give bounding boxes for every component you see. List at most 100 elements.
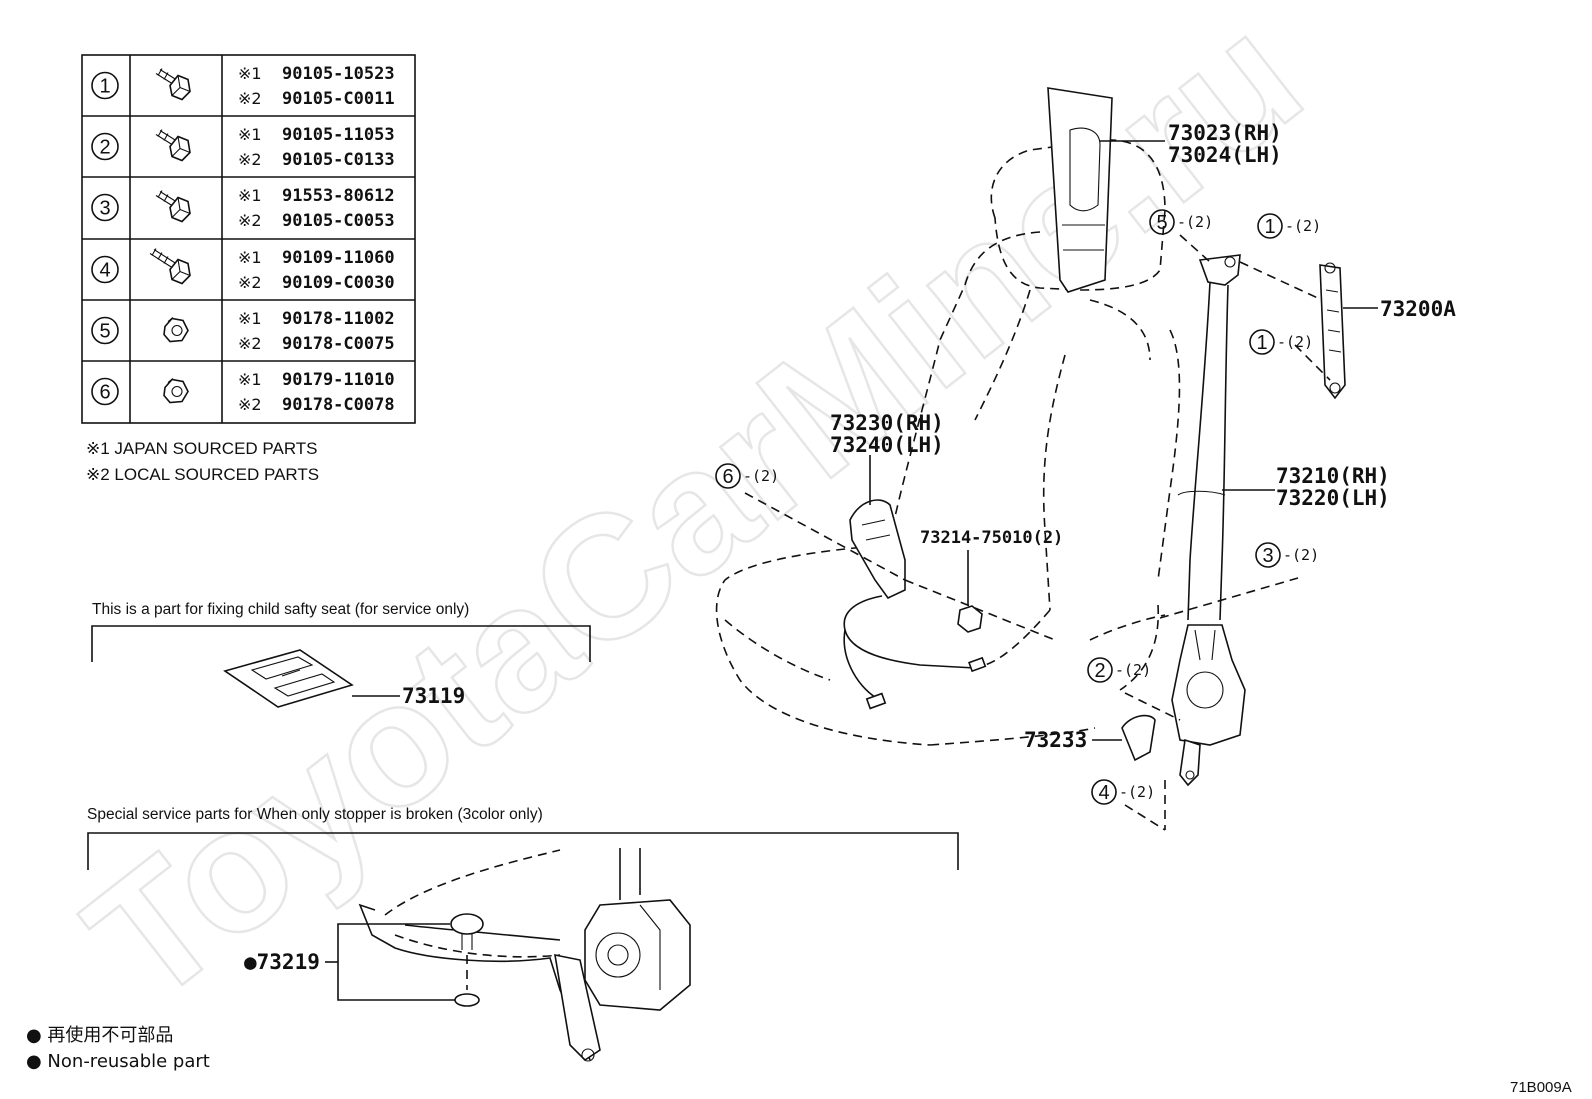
stopper-section: Special service parts for When only stop… xyxy=(87,806,959,1062)
anchor-plate-73200A xyxy=(1239,261,1378,400)
callout-bolt-b5: 5 -(2) xyxy=(1149,209,1213,235)
part-number: 90105-C0133 xyxy=(282,150,395,170)
row-index-circle xyxy=(91,255,119,284)
nut-icon xyxy=(163,317,189,343)
callout-circle xyxy=(1149,209,1175,235)
child-seat-section: This is a part for fixing child safty se… xyxy=(91,601,591,708)
seat-outline xyxy=(715,139,1181,746)
callout-bolt-b1b: 1 -(2) xyxy=(1249,329,1313,355)
source-mark: ※2 xyxy=(238,395,262,414)
callout-qty: -(2) xyxy=(1177,213,1213,231)
row-index-circle xyxy=(91,193,119,222)
row-index: 4 xyxy=(99,260,110,282)
bolt-callouts: 5 -(2) 1 -(2) 1 -(2) 6 -(2) 3 -(2) 2 -(2) 4 -(2) xyxy=(715,209,1321,805)
source-mark: ※1 xyxy=(238,64,262,83)
nut-73214 xyxy=(957,550,983,633)
part-number: 90109-C0030 xyxy=(282,273,395,293)
note-local-sourced: ※2 LOCAL SOURCED PARTS xyxy=(86,465,319,484)
bolt-icon xyxy=(155,68,191,101)
part-73219-label: ●73219 xyxy=(244,950,320,974)
row-index-circle xyxy=(91,71,119,100)
source-mark: ※2 xyxy=(238,211,262,230)
callout-qty: -(2) xyxy=(1283,546,1319,564)
row-index: 2 xyxy=(99,137,110,159)
callout-qty: -(2) xyxy=(1115,661,1151,679)
seat-belt-73210 xyxy=(1171,254,1275,787)
callout-qty: -(2) xyxy=(743,467,779,485)
fastener-table: 1 ※1 90105-10523 ※2 90105-C0011 2 ※1 90105-1105… xyxy=(81,54,416,424)
callout-index: 6 xyxy=(722,466,733,488)
callout-index: 2 xyxy=(1094,660,1105,682)
part-number: 90105-C0011 xyxy=(282,89,395,109)
label-73024: 73024(LH) xyxy=(1168,143,1282,167)
callout-circle xyxy=(715,463,741,489)
part-number: 90105-10523 xyxy=(282,64,395,84)
nut-icon xyxy=(163,378,189,404)
label-73220: 73220(LH) xyxy=(1276,486,1390,510)
source-mark: ※2 xyxy=(238,150,262,169)
part-73119-label: 73119 xyxy=(402,684,465,708)
callout-index: 1 xyxy=(1256,332,1267,354)
callout-index: 3 xyxy=(1262,545,1273,567)
part-number: 90178-C0078 xyxy=(282,395,395,415)
cover-73233 xyxy=(1092,714,1156,762)
source-mark: ※1 xyxy=(238,370,262,389)
callout-bolt-b3: 3 -(2) xyxy=(1255,542,1319,568)
callout-index: 5 xyxy=(1156,212,1167,234)
child-seat-caption: This is a part for fixing child safty se… xyxy=(92,601,469,618)
fastener-row: 6 ※1 90179-11010 ※2 90178-C0078 xyxy=(91,370,395,415)
row-index: 3 xyxy=(99,198,110,220)
label-73233: 73233 xyxy=(1024,728,1087,752)
callout-index: 1 xyxy=(1264,216,1275,238)
stopper-caption: Special service parts for When only stop… xyxy=(87,806,543,823)
part-number: 90105-C0053 xyxy=(282,211,395,231)
part-number: 90179-11010 xyxy=(282,370,395,390)
legend-non-reusable-jp: ● 再使用不可部品 xyxy=(26,1025,173,1046)
callout-bolt-b2: 2 -(2) xyxy=(1087,657,1151,683)
fastener-row: 5 ※1 90178-11002 ※2 90178-C0075 xyxy=(91,309,395,354)
note-japan-sourced: ※1 JAPAN SOURCED PARTS xyxy=(86,439,318,458)
shoulder-bolt-icon xyxy=(149,248,191,285)
legend-non-reusable-en: ● Non-reusable part xyxy=(26,1051,210,1072)
belt-guide-73023 xyxy=(1047,87,1165,293)
part-number: 90178-C0075 xyxy=(282,334,395,354)
callout-bolt-b6: 6 -(2) xyxy=(715,463,779,489)
buckle-73230 xyxy=(843,455,987,710)
callout-circle xyxy=(1087,657,1113,683)
row-index: 1 xyxy=(99,76,110,98)
fastener-row: 1 ※1 90105-10523 ※2 90105-C0011 xyxy=(91,64,395,109)
row-index: 5 xyxy=(99,321,110,343)
part-73119-bracket-icon xyxy=(223,649,354,708)
label-73210: 73210(RH) xyxy=(1276,464,1390,488)
label-73023: 73023(RH) xyxy=(1168,121,1282,145)
bolt-icon xyxy=(155,190,191,223)
part-number: 90109-11060 xyxy=(282,248,395,268)
callout-qty: -(2) xyxy=(1119,783,1155,801)
part-number: 90178-11002 xyxy=(282,309,395,329)
source-mark: ※2 xyxy=(238,89,262,108)
fastener-row: 2 ※1 90105-11053 ※2 90105-C0133 xyxy=(91,125,395,170)
diagram-code: 71B009A xyxy=(1510,1079,1572,1096)
row-index-circle xyxy=(91,316,119,345)
source-mark: ※1 xyxy=(238,125,262,144)
source-mark: ※1 xyxy=(238,309,262,328)
callout-bolt-b1a: 1 -(2) xyxy=(1257,213,1321,239)
fastener-row: 4 ※1 90109-11060 ※2 90109-C0030 xyxy=(91,248,395,293)
row-index: 6 xyxy=(99,382,110,404)
callout-index: 4 xyxy=(1098,782,1109,804)
source-mark: ※1 xyxy=(238,186,262,205)
source-mark: ※2 xyxy=(238,273,262,292)
source-mark: ※2 xyxy=(238,334,262,353)
label-73200A: 73200A xyxy=(1380,297,1456,321)
callout-bolt-b4: 4 -(2) xyxy=(1091,779,1155,805)
part-number: 90105-11053 xyxy=(282,125,395,145)
source-mark: ※1 xyxy=(238,248,262,267)
callout-qty: -(2) xyxy=(1285,217,1321,235)
row-index-circle xyxy=(91,377,119,406)
callout-qty: -(2) xyxy=(1277,333,1313,351)
row-index-circle xyxy=(91,132,119,161)
label-73230: 73230(RH) xyxy=(830,411,944,435)
stopper-button-icon xyxy=(450,913,484,1007)
